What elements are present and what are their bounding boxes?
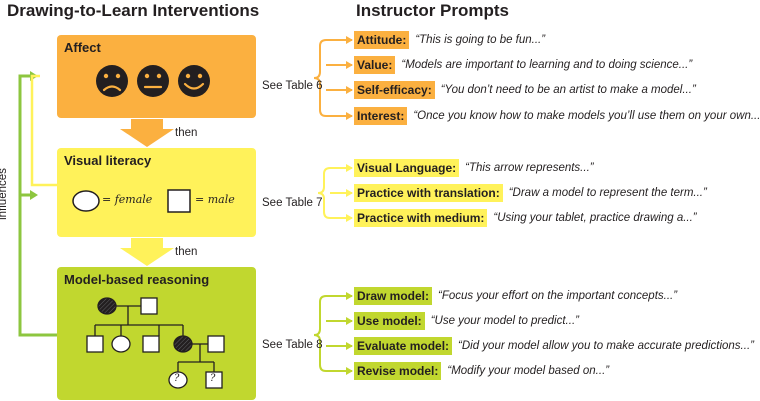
influence-line <box>18 74 57 337</box>
visual-back-line <box>30 74 57 187</box>
model-reasoning-title: Model-based reasoning <box>64 272 210 287</box>
smile-face-icon <box>178 65 210 97</box>
affected-female-icon <box>97 297 117 315</box>
pedigree-chart <box>86 297 225 389</box>
visual-literacy-box: Visual literacy = female = male <box>57 148 256 237</box>
visual-literacy-title: Visual literacy <box>64 153 152 168</box>
prompt-quote: “You don’t need to be an artist to make … <box>440 83 696 96</box>
prompt-label: Interest: <box>354 106 408 125</box>
then-label-2: then <box>175 246 198 258</box>
prompt-evaluate-model: Evaluate model: “Did your model allow yo… <box>354 336 754 355</box>
female-legend-text: = female <box>102 193 153 206</box>
male-icon <box>142 335 160 353</box>
prompt-use-model: Use model: “Use your model to predict...… <box>354 311 579 330</box>
influence-arrow-visual <box>30 190 38 200</box>
unknown-male-icon <box>205 371 223 389</box>
female-icon <box>111 335 131 353</box>
then-arrow-2 <box>120 238 174 266</box>
brace-affect <box>313 39 327 117</box>
unknown-female-mark: ? <box>174 373 180 384</box>
affect-box: Affect <box>57 35 256 118</box>
influences-label: influences <box>0 168 9 220</box>
male-legend-text: = male <box>195 193 235 206</box>
prompt-quote: “This arrow represents...” <box>465 161 594 174</box>
then-arrow-1 <box>120 119 174 147</box>
male-icon <box>86 335 104 353</box>
affect-table-ref: See Table 6 <box>262 80 323 92</box>
prompt-label: Visual Language: <box>354 158 460 177</box>
prompt-quote: “Did your model allow you to make accura… <box>458 339 754 352</box>
prompt-quote: “Once you know how to make models you’ll… <box>413 109 760 122</box>
model-table-ref: See Table 8 <box>262 339 323 351</box>
prompt-label: Value: <box>354 55 396 74</box>
prompt-label: Evaluate model: <box>354 336 453 355</box>
right-heading: Instructor Prompts <box>356 1 510 20</box>
then-label-1: then <box>175 127 198 139</box>
brace-model <box>313 295 327 372</box>
affected-female-icon <box>173 335 193 353</box>
prompt-quote: “Use your model to predict...” <box>430 314 579 327</box>
prompt-revise-model: Revise model: “Modify your model based o… <box>354 361 609 380</box>
prompt-label: Self-efficacy: <box>354 80 435 99</box>
prompt-label: Attitude: <box>354 30 410 49</box>
male-icon <box>207 335 225 353</box>
prompt-practice-translation: Practice with translation: “Draw a model… <box>354 183 707 202</box>
prompt-quote: “Focus your effort on the important conc… <box>438 289 678 302</box>
affect-title: Affect <box>64 40 101 55</box>
visual-table-ref: See Table 7 <box>262 197 323 209</box>
prompt-self-efficacy: Self-efficacy: “You don’t need to be an … <box>354 80 696 99</box>
male-square-icon <box>167 189 191 213</box>
neutral-face-icon <box>137 65 169 97</box>
prompt-label: Practice with medium: <box>354 208 488 227</box>
prompt-practice-medium: Practice with medium: “Using your tablet… <box>354 208 697 227</box>
prompt-quote: “This is going to be fun...” <box>415 33 546 46</box>
prompt-attitude: Attitude: “This is going to be fun...” <box>354 30 545 49</box>
prompt-label: Draw model: <box>354 286 433 305</box>
prompt-value: Value: “Models are important to learning… <box>354 55 692 74</box>
prompt-label: Practice with translation: <box>354 183 503 202</box>
brace-visual <box>317 167 331 219</box>
female-circle-icon <box>72 190 100 212</box>
prompt-label: Use model: <box>354 311 425 330</box>
prompt-label: Revise model: <box>354 361 442 380</box>
model-reasoning-box: Model-based reasoning <box>57 267 256 400</box>
prompt-interest: Interest: “Once you know how to make mod… <box>354 106 760 125</box>
prompt-quote: “Modify your model based on...” <box>447 364 610 377</box>
prompt-draw-model: Draw model: “Focus your effort on the im… <box>354 286 677 305</box>
unknown-female-icon <box>168 371 188 389</box>
male-icon <box>140 297 158 315</box>
prompt-visual-language: Visual Language: “This arrow represents.… <box>354 158 594 177</box>
prompt-quote: “Draw a model to represent the term...” <box>508 186 707 199</box>
unknown-male-mark: ? <box>210 373 216 384</box>
frown-face-icon <box>96 65 128 97</box>
prompt-quote: “Models are important to learning and to… <box>401 58 693 71</box>
prompt-quote: “Using your tablet, practice drawing a..… <box>493 211 697 224</box>
left-heading: Drawing-to-Learn Interventions <box>7 1 260 20</box>
